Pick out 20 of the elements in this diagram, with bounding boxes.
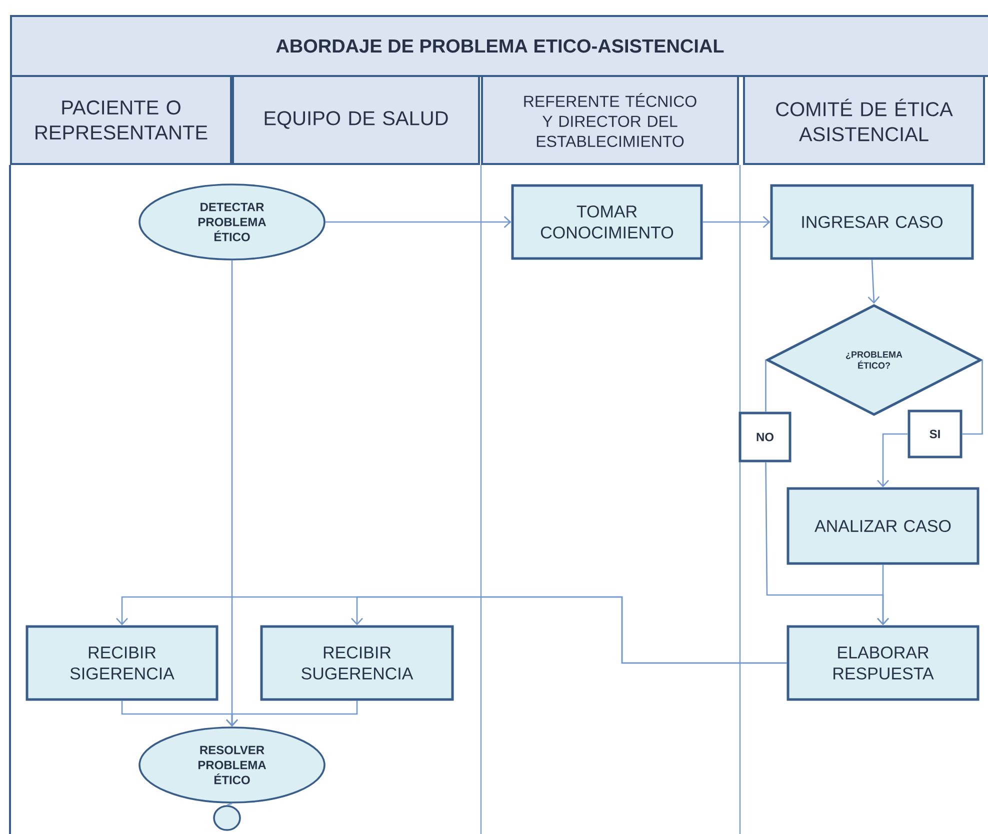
arrow bbox=[877, 433, 908, 488]
process-box: INGRESAR CASO bbox=[770, 184, 974, 260]
process-box: ELABORAR RESPUESTA bbox=[786, 625, 980, 701]
process-box: TOMAR CONOCIMIENTO bbox=[511, 184, 703, 260]
answer-box: SI bbox=[908, 410, 962, 458]
arrow bbox=[351, 596, 787, 664]
arrow bbox=[325, 216, 512, 228]
arrow bbox=[868, 260, 880, 304]
process-box: RECIBIR SIGERENCIA bbox=[26, 625, 218, 701]
arrow bbox=[226, 700, 358, 727]
process-box: ANALIZAR CASO bbox=[786, 487, 980, 565]
process-box: RECIBIR SUGERENCIA bbox=[260, 625, 454, 701]
lane-header: REFERENTE TÉCNICO Y DIRECTOR DEL ESTABLECIMIENTO bbox=[481, 75, 739, 165]
arrow bbox=[877, 564, 889, 626]
answer-box: NO bbox=[738, 412, 792, 462]
arrow bbox=[702, 216, 770, 228]
connector-circle bbox=[213, 805, 241, 831]
lane-header: EQUIPO DE SALUD bbox=[232, 75, 480, 165]
lane-header: PACIENTE O REPRESENTANTE bbox=[10, 75, 232, 165]
lane-header: COMITÉ DE ÉTICA ASISTENCIAL bbox=[743, 75, 985, 165]
